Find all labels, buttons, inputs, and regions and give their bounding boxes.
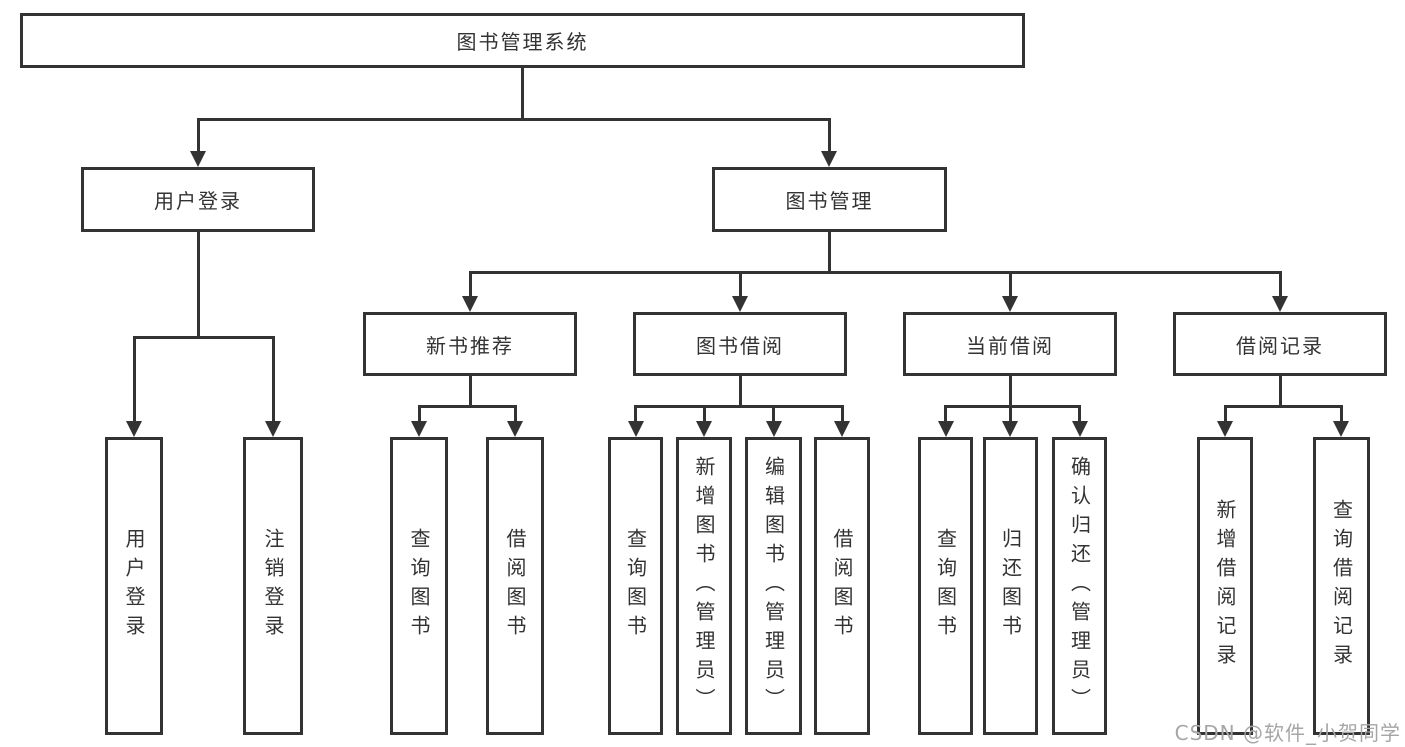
connector-line [133,336,275,339]
connector-line [1009,405,1012,423]
connector-line [944,405,947,423]
connector-line [197,118,200,154]
arrowhead-down-icon [190,151,206,167]
arrowhead-down-icon [1002,296,1018,312]
leaf-query-borrow-record-label: 查询借阅记录 [1329,499,1354,673]
connector-line [272,336,275,423]
arrowhead-down-icon [1272,296,1288,312]
leaf-query-books-current: 查询图书 [918,437,973,735]
leaf-query-books-current-label: 查询图书 [933,528,958,644]
arrowhead-down-icon [938,421,954,437]
node-book-borrowing: 图书借阅 [633,312,847,376]
arrowhead-down-icon [834,421,850,437]
leaf-edit-books-admin: 编辑图书（管理员） [745,437,802,735]
node-book-management: 图书管理 [712,167,947,232]
leaf-confirm-return-admin: 确认归还（管理员） [1052,437,1107,735]
connector-line [841,405,844,423]
connector-line [1279,376,1282,405]
leaf-confirm-return-admin-label: 确认归还（管理员） [1067,455,1092,717]
leaf-borrow-books-recommend: 借阅图书 [486,437,544,735]
connector-line [469,271,472,299]
connector-line [1224,405,1343,408]
connector-line [772,405,775,423]
arrowhead-down-icon [1217,421,1233,437]
arrowhead-down-icon [766,421,782,437]
node-library-management-system: 图书管理系统 [20,13,1025,68]
leaf-return-books: 归还图书 [983,437,1038,735]
leaf-query-borrow-record: 查询借阅记录 [1313,437,1370,735]
leaf-logout: 注销登录 [243,437,303,735]
connector-line [514,405,517,423]
leaf-edit-books-admin-label: 编辑图书（管理员） [761,455,786,717]
connector-line [739,271,742,299]
arrowhead-down-icon [411,421,427,437]
arrowhead-down-icon [126,421,142,437]
connector-line [1224,405,1227,423]
connector-line [197,232,200,336]
arrowhead-down-icon [462,296,478,312]
connector-line [418,405,421,423]
leaf-query-books-borrow: 查询图书 [608,437,663,735]
arrowhead-down-icon [265,421,281,437]
leaf-add-books-admin: 新增图书（管理员） [676,437,732,735]
connector-line [133,336,136,423]
leaf-add-books-admin-label: 新增图书（管理员） [692,455,716,717]
connector-line [418,405,517,408]
connector-line [1009,271,1012,299]
connector-line [828,232,831,272]
connector-line [634,405,844,408]
connector-line [1009,376,1012,405]
connector-line [197,118,831,121]
leaf-query-books-recommend: 查询图书 [390,437,448,735]
connector-line [828,118,831,154]
leaf-borrow-books-recommend-label: 借阅图书 [503,528,527,644]
leaf-user-login-label: 用户登录 [122,528,146,644]
arrowhead-down-icon [821,151,837,167]
leaf-return-books-label: 归还图书 [998,528,1023,644]
node-user-login: 用户登录 [81,167,315,232]
csdn-watermark: CSDN @软件_小贺同学 [1174,721,1401,745]
connector-line [703,405,706,423]
arrowhead-down-icon [628,421,644,437]
arrowhead-down-icon [1002,421,1018,437]
connector-line [944,405,1081,408]
leaf-user-login: 用户登录 [105,437,163,735]
leaf-borrow-books-label: 借阅图书 [830,528,854,644]
connector-line [1279,271,1282,299]
connector-line [469,271,1282,274]
connector-line [1340,405,1343,423]
arrowhead-down-icon [732,296,748,312]
node-current-borrowing: 当前借阅 [903,312,1117,376]
connector-line [469,376,472,405]
connector-line [739,376,742,405]
node-borrowing-records: 借阅记录 [1173,312,1387,376]
leaf-logout-label: 注销登录 [261,528,285,644]
leaf-query-books-borrow-label: 查询图书 [623,528,648,644]
connector-line [1078,405,1081,423]
connector-line [521,68,524,118]
leaf-add-borrow-record-label: 新增借阅记录 [1213,499,1237,673]
arrowhead-down-icon [696,421,712,437]
connector-line [634,405,637,423]
arrowhead-down-icon [1072,421,1088,437]
leaf-add-borrow-record: 新增借阅记录 [1197,437,1253,735]
arrowhead-down-icon [507,421,523,437]
arrowhead-down-icon [1333,421,1349,437]
leaf-query-books-recommend-label: 查询图书 [407,528,431,644]
node-new-book-recommendation: 新书推荐 [363,312,577,376]
leaf-borrow-books: 借阅图书 [814,437,870,735]
